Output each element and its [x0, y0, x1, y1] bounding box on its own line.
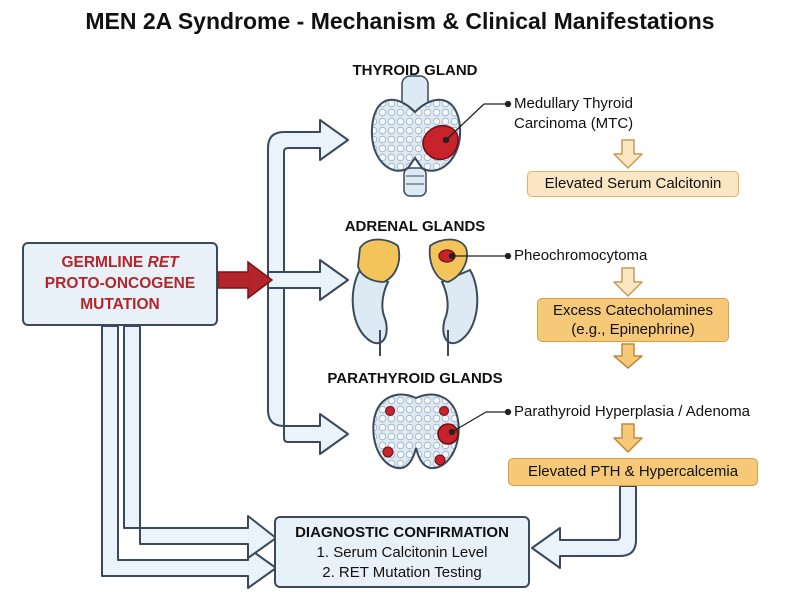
hyperplasia-to-pth-arrow — [613, 423, 643, 453]
germline-ret-italic: RET — [147, 254, 179, 271]
thyroid-heading: THYROID GLAND — [352, 62, 478, 79]
germline-line3: MUTATION — [80, 296, 160, 313]
diagnostic-confirmation-box: DIAGNOSTIC CONFIRMATION 1. Serum Calcito… — [274, 516, 530, 588]
adenoma-tumor — [437, 423, 459, 445]
thyroid-condition-line1: Medullary Thyroid — [514, 95, 633, 112]
thyroid-condition: Medullary Thyroid Carcinoma (MTC) — [514, 94, 714, 134]
thyroid-gland-illustration — [370, 75, 462, 197]
branch-arrows — [267, 119, 349, 455]
germline-line1-prefix: GERMLINE — [61, 254, 148, 271]
pointer-lines — [442, 100, 512, 436]
catecholamines-result: Excess Catecholamines (e.g., Epinephrine… — [537, 298, 729, 342]
germline-to-diagnostic-arrows — [101, 325, 277, 589]
catecholamines-line1: Excess Catecholamines — [552, 302, 714, 319]
germline-line2: PROTO-ONCOGENE — [44, 275, 196, 292]
calcitonin-result: Elevated Serum Calcitonin — [527, 171, 739, 197]
catecholamines-line2: (e.g., Epinephrine) — [571, 321, 695, 338]
thyroid-condition-line2: Carcinoma (MTC) — [514, 115, 634, 132]
diagnostic-title: DIAGNOSTIC CONFIRMATION — [295, 524, 509, 541]
result-arrows — [613, 139, 643, 453]
adrenal-glands-illustration — [351, 238, 479, 356]
mtc-to-calcitonin-arrow — [613, 139, 643, 169]
germline-mutation-box: GERMLINE RET PROTO-ONCOGENE MUTATION — [22, 242, 218, 326]
diagram-title: MEN 2A Syndrome - Mechanism & Clinical M… — [85, 8, 715, 34]
adrenal-heading: ADRENAL GLANDS — [344, 218, 486, 235]
arrow-to-parathyroid — [267, 287, 349, 455]
arrow-to-thyroid — [267, 119, 349, 273]
mtc-tumor — [422, 124, 459, 161]
parathyroid-condition: Parathyroid Hyperplasia / Adenoma — [514, 403, 750, 420]
parathyroid-heading: PARATHYROID GLANDS — [327, 370, 503, 387]
pth-result: Elevated PTH & Hypercalcemia — [508, 458, 758, 486]
adrenal-condition: Pheochromocytoma — [514, 247, 648, 264]
catecholamines-down-arrow — [613, 343, 643, 369]
result-to-diagnostic-arrow — [531, 485, 637, 569]
parathyroid-glands-illustration — [372, 393, 460, 470]
mutation-arrow — [217, 260, 274, 300]
diagnostic-step1: 1. Serum Calcitonin Level — [316, 544, 488, 561]
diagnostic-step2: 2. RET Mutation Testing — [322, 564, 482, 581]
pheo-to-catecholamines-arrow — [613, 267, 643, 297]
